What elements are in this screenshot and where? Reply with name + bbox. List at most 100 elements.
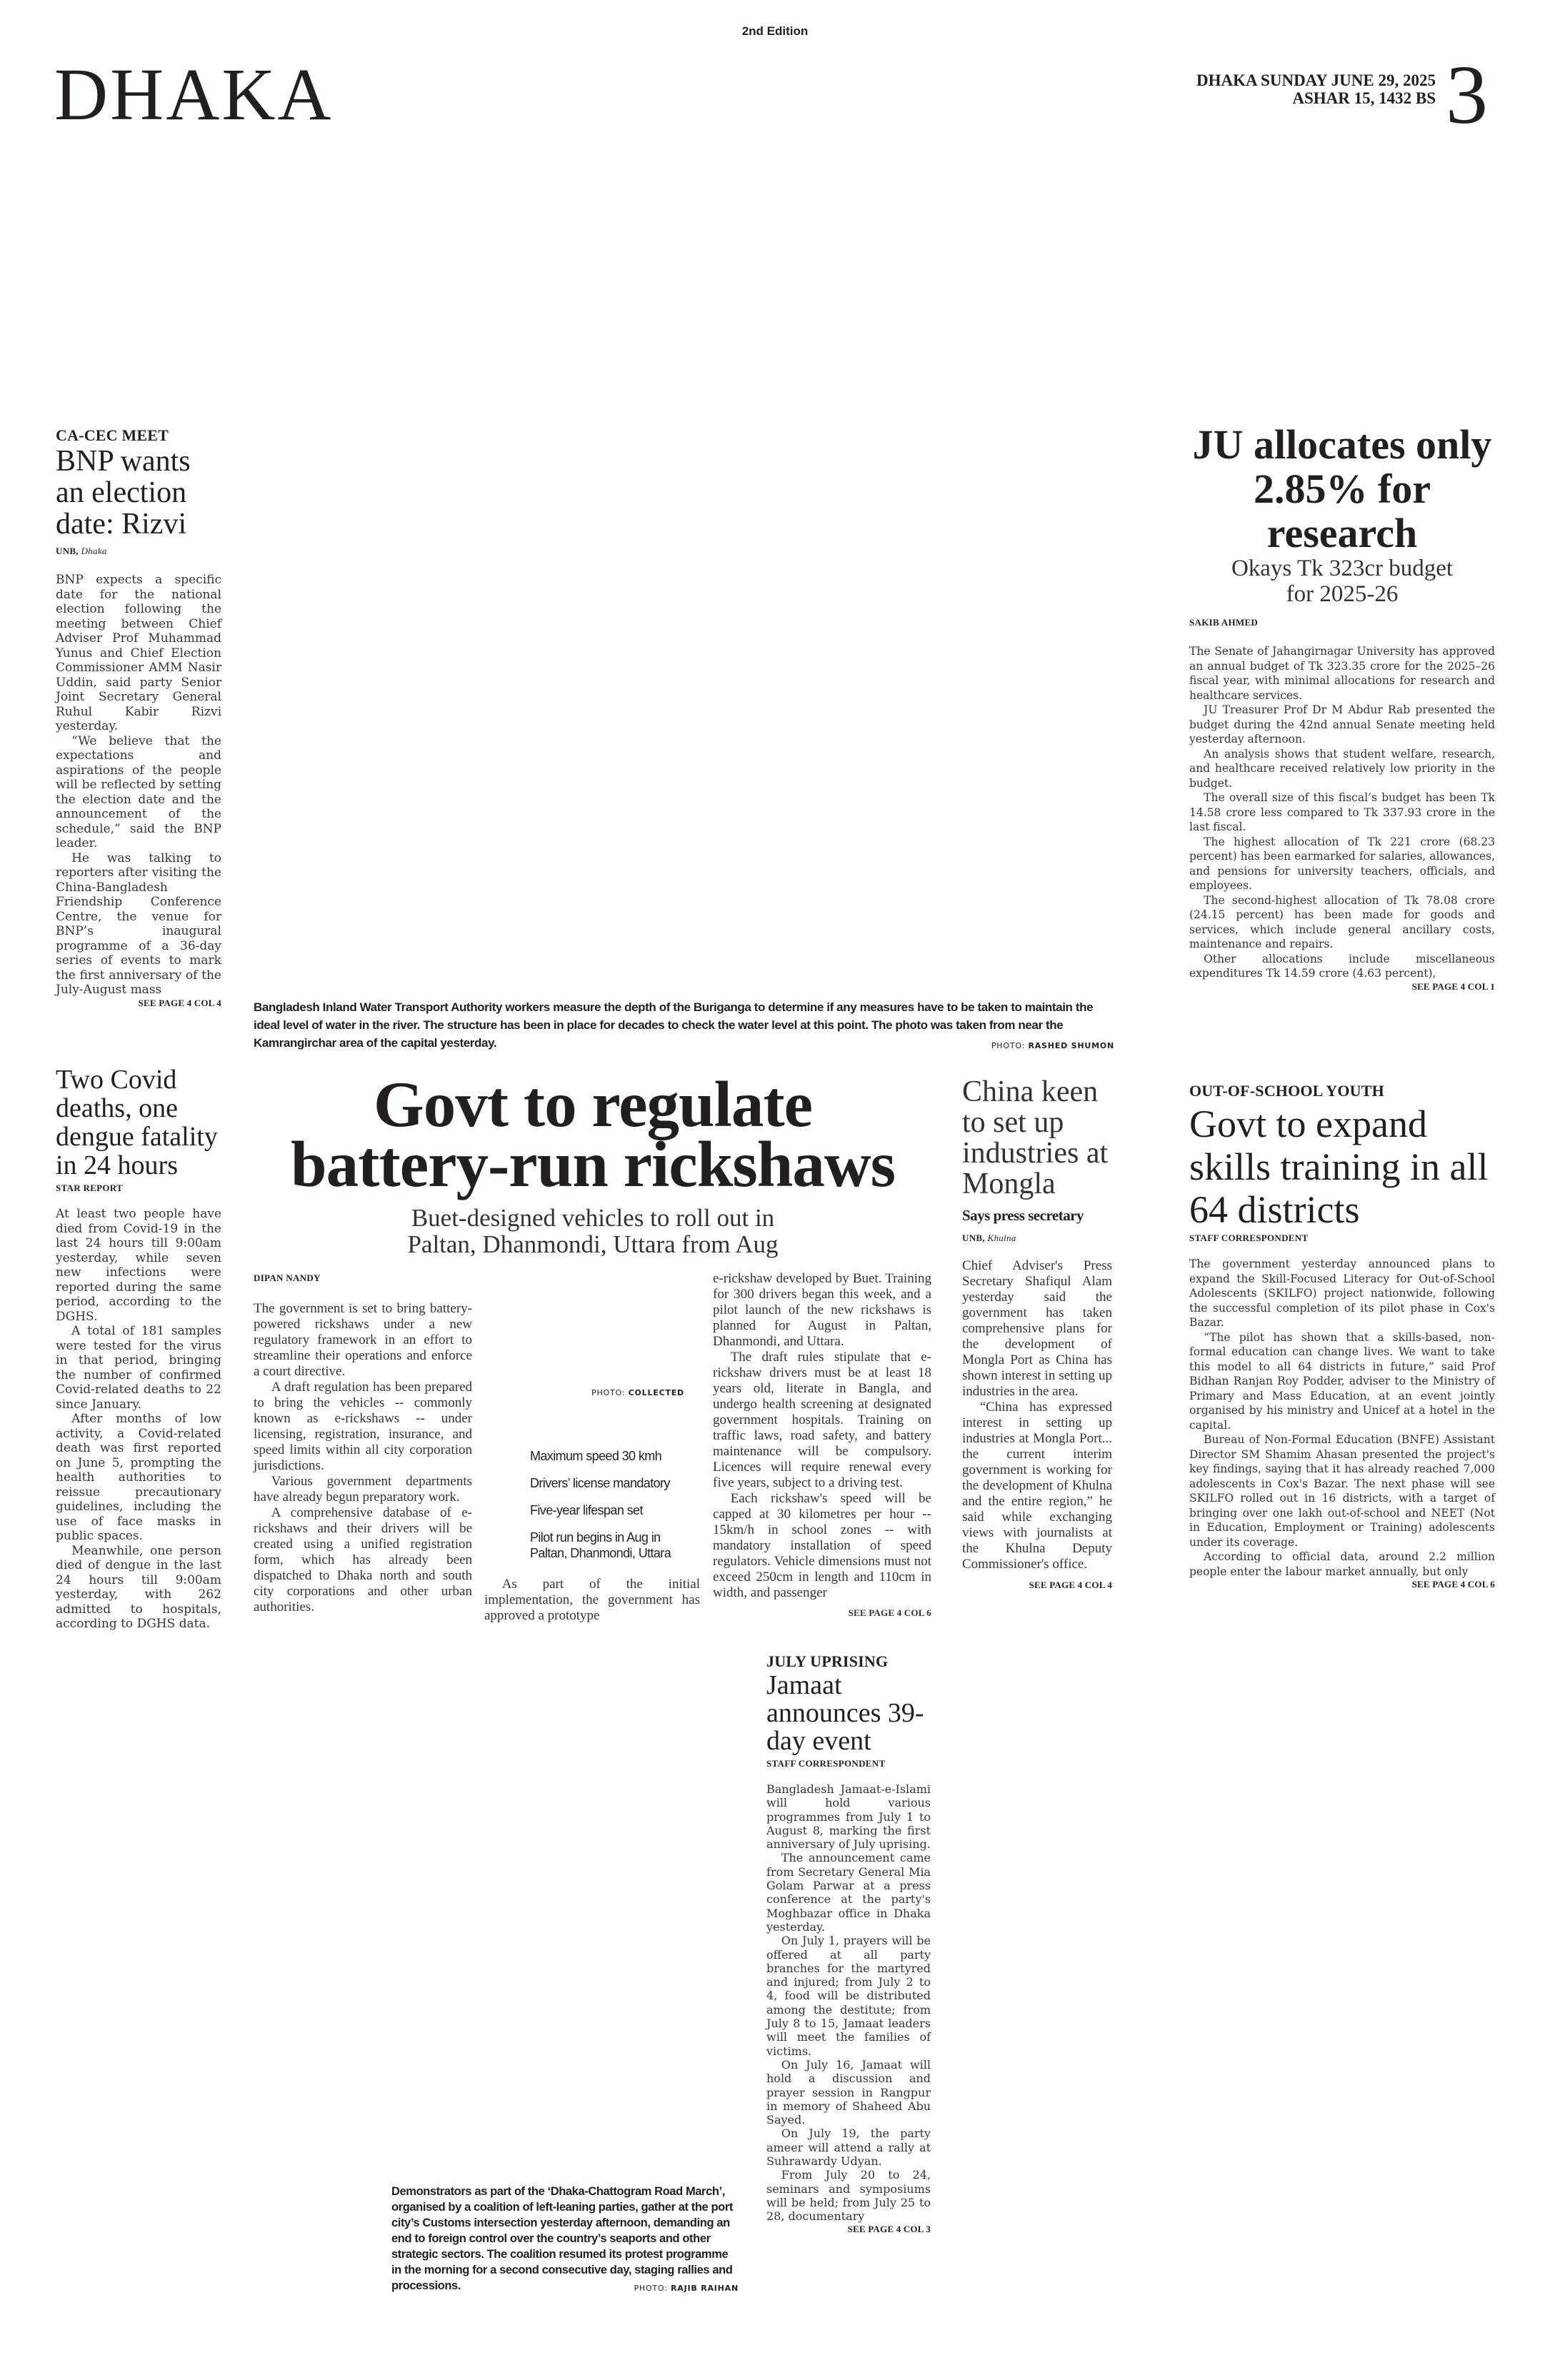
jump-link[interactable]: SEE PAGE 4 COL 6 [1411,1579,1495,1590]
buriganga-photo [254,143,1114,993]
credit-name: COLLECTED [628,1388,684,1397]
article-body-col1: The government is set to bring battery-p… [254,1301,472,1615]
byline: STAFF CORRESPONDENT [766,1758,886,1769]
headline[interactable]: Govt to expand skills training in all 64… [1189,1103,1489,1231]
paragraph: “China has expressed interest in setting… [962,1400,1112,1572]
headline[interactable]: China keen to set up industries at Mongl… [962,1075,1109,1200]
byline: STAFF CORRESPONDENT [1189,1232,1309,1243]
subhead: Says press secretary [962,1207,1084,1224]
article-body: The government yesterday announced plans… [1189,1257,1495,1579]
byline: STAR REPORT [56,1183,123,1193]
dateline: DHAKA SUNDAY JUNE 29, 2025 ASHAR 15, 143… [1143,71,1436,107]
jump-link[interactable]: SEE PAGE 4 COL 4 [138,997,221,1008]
paragraph: A draft regulation has been prepared to … [254,1380,472,1473]
story-china: China keen to set up industries at Mongl… [962,1077,1112,1591]
top-photo-caption: Bangladesh Inland Water Transport Author… [254,998,1114,1055]
paragraph: According to official data, around 2.2 m… [1189,1550,1495,1578]
credit-label: PHOTO: [591,1388,626,1397]
article-body: At least two people have died from Covid… [56,1207,221,1632]
highlight-item: Drivers’ license mandatory [530,1476,670,1490]
bangla-date: ASHAR 15, 1432 BS [1292,89,1436,107]
paragraph: Other allocations include miscellaneous … [1189,952,1495,980]
byline: UNB, Dhaka [56,546,221,557]
story-covid: Two Covid deaths, one dengue fatality in… [56,1065,221,1632]
article-body-col3: e-rickshaw developed by Buet. Training f… [713,1271,931,1621]
advertisement-space [962,1642,1496,2356]
paragraph: At least two people have died from Covid… [56,1207,221,1324]
paragraph: The draft rules stipulate that e-ricksha… [713,1350,931,1490]
paragraph: BNP expects a specific date for the nati… [56,573,221,733]
byline: DIPAN NANDY [254,1272,321,1283]
paragraph: The Senate of Jahangirnagar University h… [1189,645,1495,702]
kicker: CA-CEC MEET [56,426,169,444]
paragraph: The government yesterday announced plans… [1189,1257,1495,1329]
jump-link[interactable]: SEE PAGE 4 COL 3 [847,2223,931,2234]
byline: SAKIB AHMED [1189,617,1259,628]
jump-link[interactable]: SEE PAGE 4 COL 4 [1029,1580,1112,1590]
photo-credit: PHOTO: RASHED SHUMON [991,1037,1114,1055]
paragraph: Various government departments have alre… [254,1474,472,1505]
article-body: Chief Adviser's Press Secretary Shafiqul… [962,1258,1112,1572]
jump-link[interactable]: SEE PAGE 4 COL 1 [1411,980,1495,992]
headline[interactable]: JU allocates only 2.85% for research [1192,421,1492,556]
kicker: JULY UPRISING [766,1652,889,1670]
edition-label: 2nd Edition [741,24,809,38]
paragraph: A comprehensive database of e-rickshaws … [254,1505,472,1615]
subhead: Buet-designed vehicles to roll out in Pa… [254,1205,932,1257]
paragraph: Each rickshaw's speed will be capped at … [713,1491,931,1600]
paragraph: He was talking to reporters after visiti… [56,850,221,998]
paragraph: After months of low activity, a Covid-re… [56,1412,221,1543]
dateline-place: Khulna [987,1232,1016,1243]
credit-name: RAJIB RAIHAN [671,2284,739,2293]
highlight-item: Five-year lifespan set [530,1503,643,1517]
road-march-photo [56,1642,745,2171]
article-body: BNP expects a specific date for the nati… [56,573,221,998]
article-body: The Senate of Jahangirnagar University h… [1189,644,1495,981]
paragraph: The government is set to bring battery-p… [254,1301,472,1379]
article-body: Bangladesh Jamaat-e-Islami will hold var… [766,1782,931,2224]
subhead: Okays Tk 323cr budget for 2025-26 [1231,556,1454,607]
subhead-line: Buet-designed vehicles to roll out in [411,1204,775,1232]
subhead-line: Paltan, Dhanmondi, Uttara from Aug [407,1230,779,1258]
agency: UNB, [56,546,79,556]
paragraph: Bangladesh Jamaat-e-Islami will hold var… [766,1782,931,1852]
photo-credit: PHOTO: RAJIB RAIHAN [634,2281,739,2296]
bottom-photo-caption: Demonstrators as part of the ‘Dhaka-Chat… [391,2184,739,2296]
paragraph: The announcement came from Secretary Gen… [766,1851,931,1934]
headline[interactable]: Jamaat announces 39-day event [766,1670,924,1756]
date: DHAKA SUNDAY JUNE 29, 2025 [1196,71,1436,89]
headline[interactable]: BNP wants an election date: Rizvi [56,445,191,541]
caption-text: Demonstrators as part of the ‘Dhaka-Chat… [391,2185,733,2292]
paragraph: An analysis shows that student welfare, … [1189,747,1495,790]
article-body-col2: As part of the initial implementation, t… [484,1577,700,1624]
dateline-place: Dhaka [81,546,107,556]
paragraph: On July 19, the party ameer will attend … [766,2127,931,2169]
paragraph: On July 1, prayers will be offered at al… [766,1934,931,2058]
story-skills: OUT-OF-SCHOOL YOUTH Govt to expand skill… [1189,1083,1495,1590]
highlight-item: Pilot run begins in Aug in Paltan, Dhanm… [530,1530,671,1560]
paragraph: On July 16, Jamaat will hold a discussio… [766,2057,931,2127]
photo-credit: PHOTO: COLLECTED [486,1388,684,1397]
jump-link[interactable]: SEE PAGE 4 COL 6 [848,1607,931,1618]
credit-label: PHOTO: [991,1041,1026,1050]
headline-line: Govt to regulate [373,1068,813,1140]
story-bnp: CA-CEC MEET BNP wants an election date: … [56,427,221,1009]
kicker: OUT-OF-SCHOOL YOUTH [1189,1082,1384,1100]
headline[interactable]: Govt to regulate battery-run rickshaws [254,1068,932,1197]
story-ju: JU allocates only 2.85% for research Oka… [1189,423,1495,993]
rickshaw-photo [486,1271,699,1385]
paragraph: The highest allocation of Tk 221 crore (… [1189,835,1495,893]
story-rickshaw-headline: Govt to regulate battery-run rickshaws B… [254,1068,932,1257]
paragraph: The second-highest allocation of Tk 78.0… [1189,893,1495,951]
credit-label: PHOTO: [634,2284,668,2293]
headline[interactable]: Two Covid deaths, one dengue fatality in… [56,1065,218,1180]
agency: UNB, [962,1232,985,1243]
paragraph: Chief Adviser's Press Secretary Shafiqul… [962,1258,1112,1399]
paragraph: Bureau of Non-Formal Education (BNFE) As… [1189,1433,1495,1549]
highlight-item: Maximum speed 30 kmh [530,1449,662,1463]
paragraph: JU Treasurer Prof Dr M Abdur Rab present… [1189,703,1495,745]
caption-text: Bangladesh Inland Water Transport Author… [254,1000,1094,1050]
page-number: 3 [1446,48,1488,141]
paragraph: e-rickshaw developed by Buet. Training f… [713,1271,931,1349]
highlights-list: Maximum speed 30 kmh Drivers’ license ma… [530,1448,699,1572]
